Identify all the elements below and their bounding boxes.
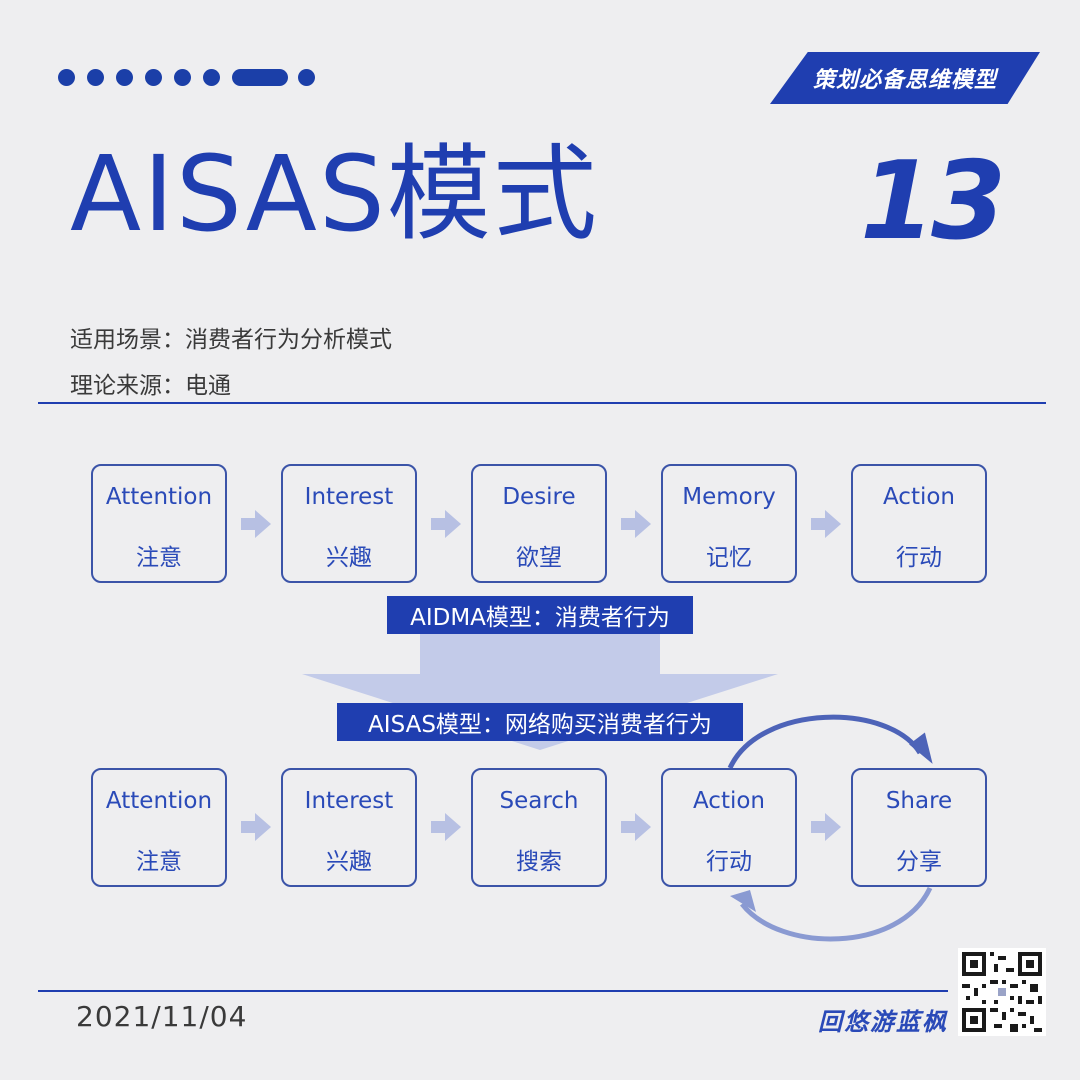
decor-dot — [87, 69, 104, 86]
cycle-arrows — [727, 714, 933, 942]
stage-cn: 分享 — [896, 849, 942, 875]
stage-cn: 欲望 — [516, 545, 562, 571]
brand-name: 回悠游蓝枫 — [818, 1008, 948, 1036]
stage-en: Attention — [105, 788, 213, 814]
arrow-right-icon — [621, 813, 651, 841]
series-banner: 策划必备思维模型 — [770, 52, 1040, 104]
series-banner-text: 策划必备思维模型 — [812, 68, 997, 93]
meta-source: 理论来源：电通 — [70, 373, 231, 399]
stage-en: Search — [499, 788, 579, 814]
aidma-stage-memory: Memory 记忆 — [661, 464, 797, 583]
stage-cn: 兴趣 — [326, 545, 372, 571]
aidma-stage-attention: Attention 注意 — [91, 464, 227, 583]
stage-en: Desire — [502, 484, 576, 510]
aidma-stage-action: Action 行动 — [851, 464, 987, 583]
arrow-right-icon — [241, 813, 271, 841]
decor-dot — [116, 69, 133, 86]
stage-cn: 行动 — [706, 849, 752, 875]
stage-cn: 行动 — [896, 545, 942, 571]
aisas-label: AISAS模型：网络购买消费者行为 — [337, 703, 743, 741]
issue-number: 13 — [860, 139, 1006, 264]
stage-cn: 搜索 — [516, 849, 562, 875]
meta-scene: 适用场景：消费者行为分析模式 — [70, 327, 392, 353]
transition-arrow — [302, 626, 778, 750]
arrow-right-icon — [241, 510, 271, 538]
aisas-stage-attention: Attention 注意 — [91, 768, 227, 887]
aidma-stage-desire: Desire 欲望 — [471, 464, 607, 583]
decor-dot — [145, 69, 162, 86]
arrow-right-icon — [621, 510, 651, 538]
divider-top — [38, 402, 1046, 404]
stage-en: Share — [885, 788, 953, 814]
decor-dot — [298, 69, 315, 86]
stage-cn: 注意 — [136, 849, 182, 875]
divider-bottom — [38, 990, 948, 992]
stage-cn: 兴趣 — [326, 849, 372, 875]
arrow-right-icon — [431, 813, 461, 841]
aisas-stage-action: Action 行动 — [661, 768, 797, 887]
page-title: AISAS模式 — [70, 133, 599, 255]
decor-dot — [58, 69, 75, 86]
qr-code-graphic — [958, 948, 1046, 1036]
stage-en: Interest — [304, 484, 394, 510]
aidma-label: AIDMA模型：消费者行为 — [387, 596, 693, 634]
arrow-right-icon — [431, 510, 461, 538]
arrow-right-icon — [811, 510, 841, 538]
stage-cn: 注意 — [136, 545, 182, 571]
decor-dot — [174, 69, 191, 86]
stage-en: Action — [692, 788, 766, 814]
stage-en: Interest — [304, 788, 394, 814]
stage-en: Attention — [105, 484, 213, 510]
publish-date: 2021/11/04 — [76, 1000, 248, 1033]
decor-dash — [232, 69, 288, 86]
qr-code-icon[interactable] — [958, 948, 1046, 1036]
stage-cn: 记忆 — [706, 545, 752, 571]
aisas-stage-search: Search 搜索 — [471, 768, 607, 887]
stage-en: Action — [882, 484, 956, 510]
aisas-stage-interest: Interest 兴趣 — [281, 768, 417, 887]
arrow-right-icon — [811, 813, 841, 841]
decor-dot — [203, 69, 220, 86]
aisas-stage-share: Share 分享 — [851, 768, 987, 887]
stage-en: Memory — [682, 484, 776, 510]
aidma-stage-interest: Interest 兴趣 — [281, 464, 417, 583]
